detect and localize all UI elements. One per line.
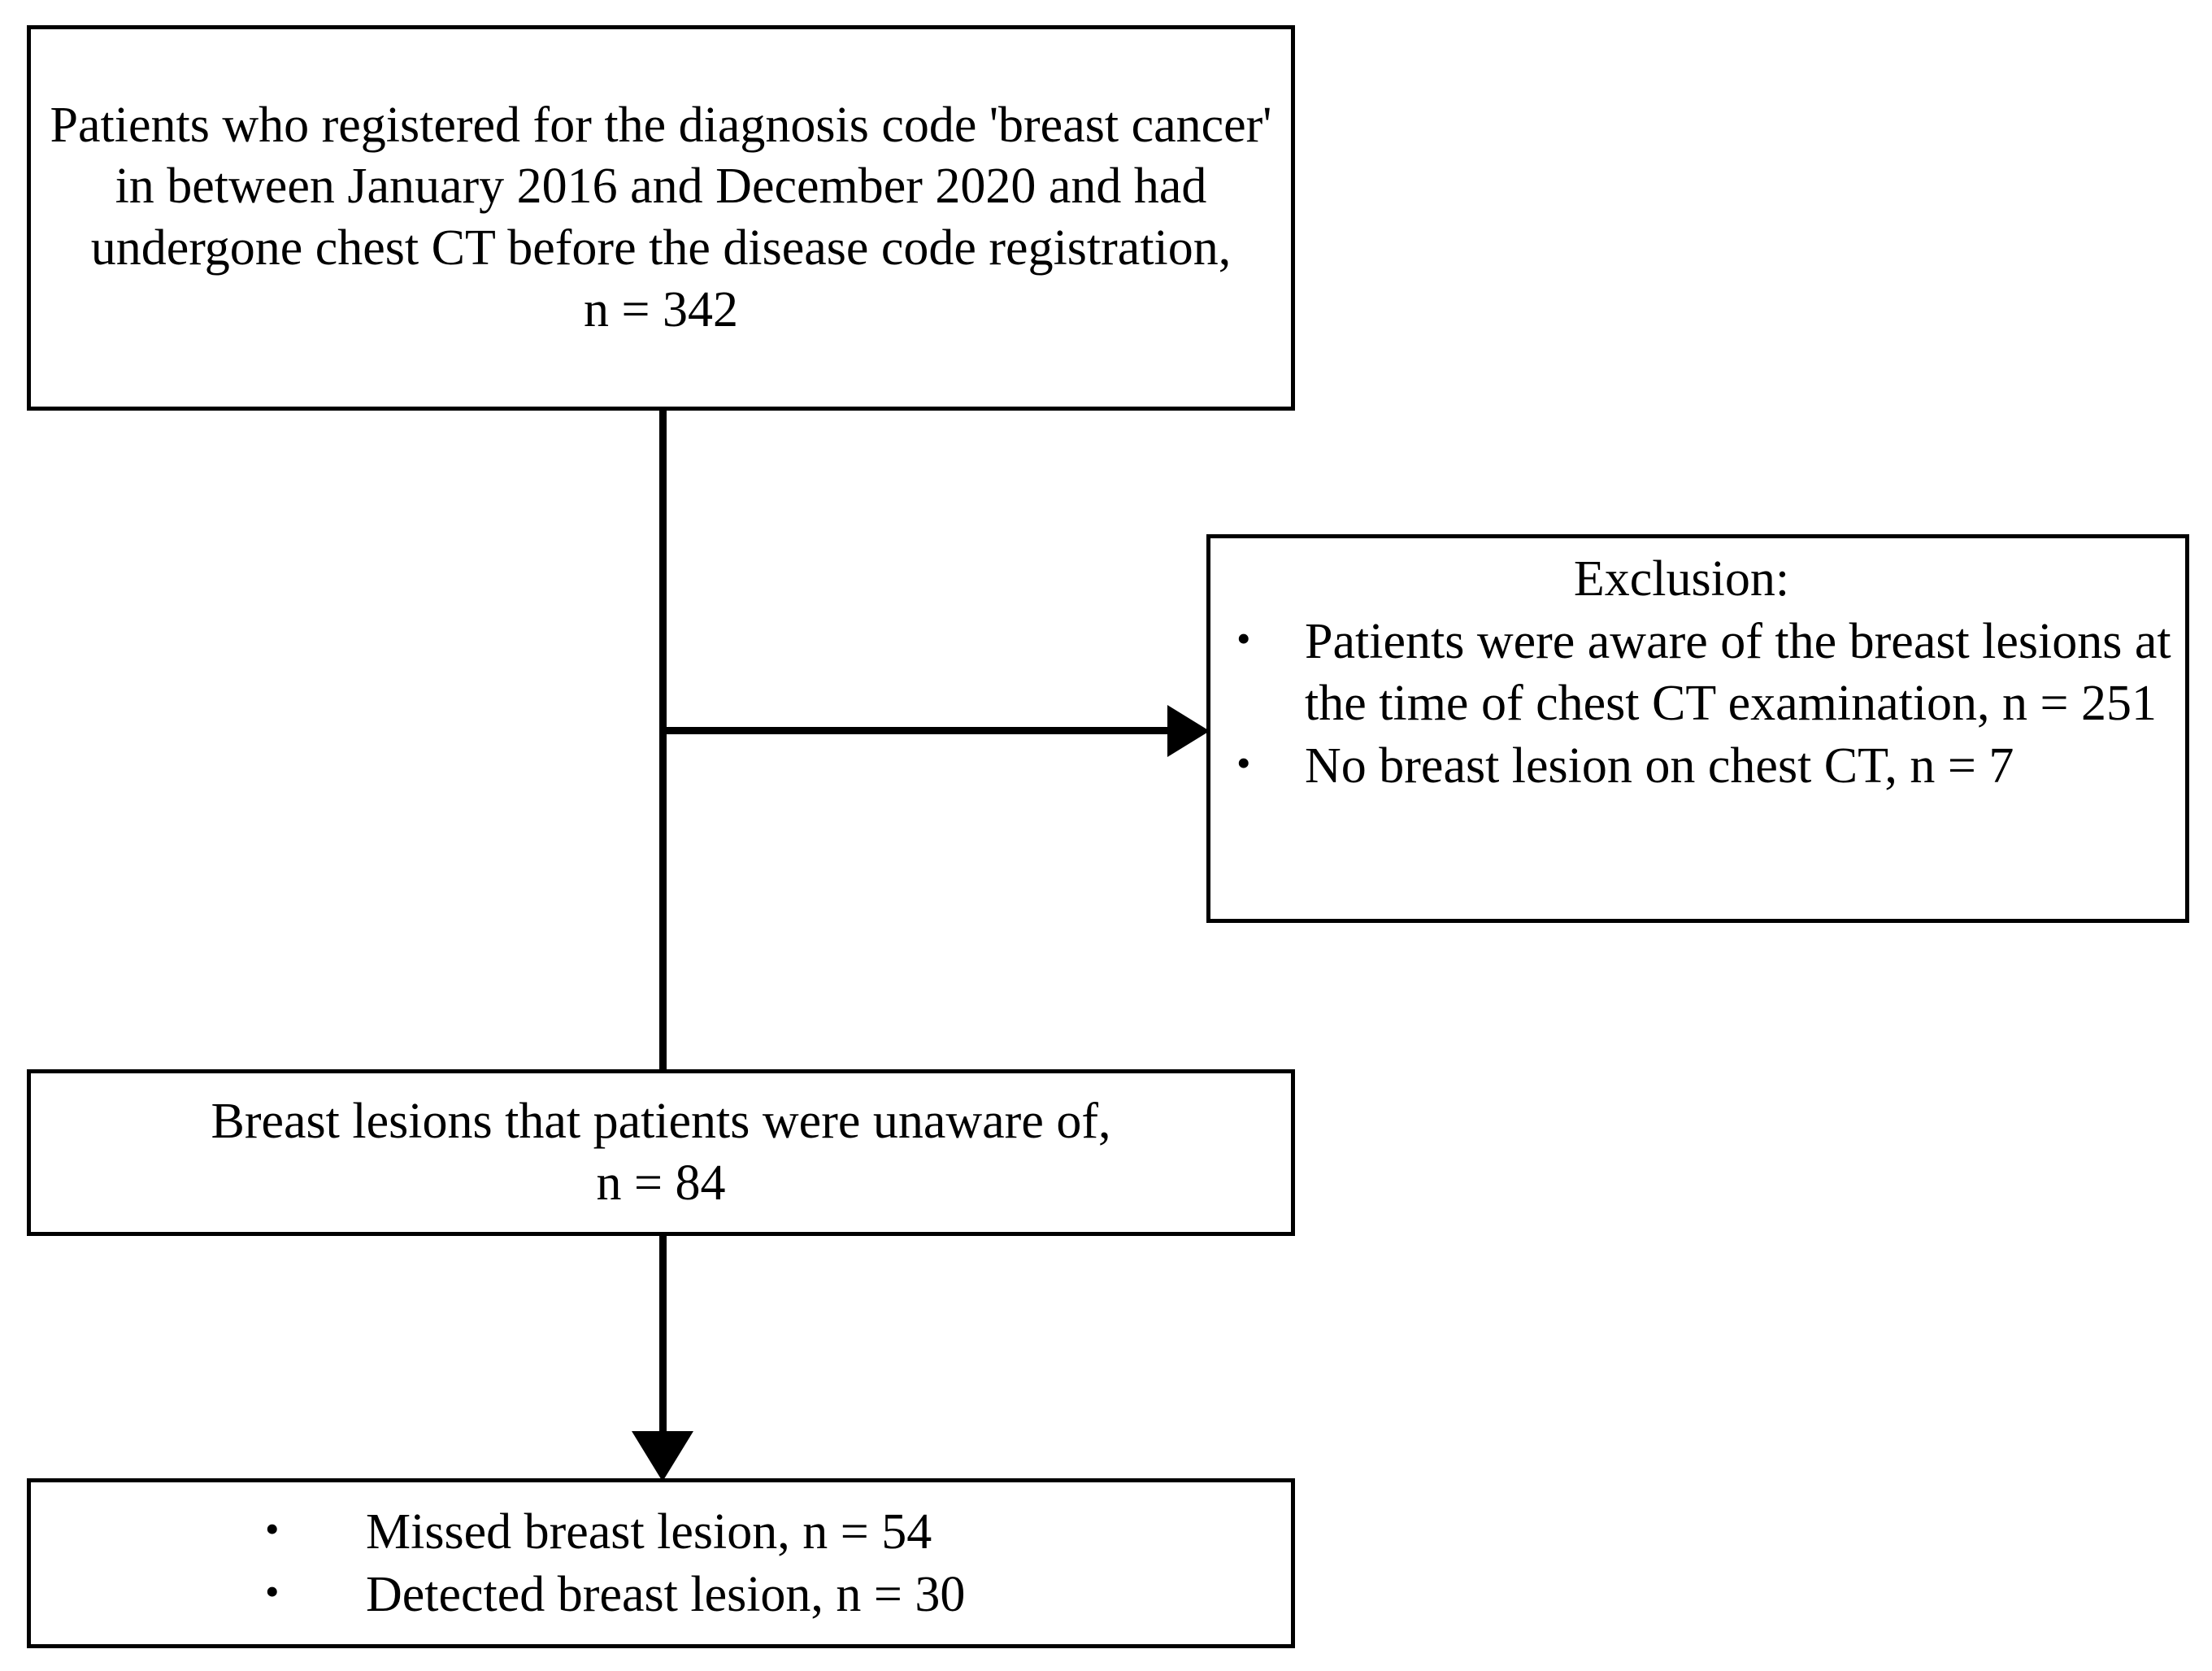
list-item: Patients were aware of the breast lesion… [1236,609,2185,735]
node-exclusion-list: Patients were aware of the breast lesion… [1210,609,2185,797]
connector-unaware-to-outcomes [659,1234,667,1434]
node-outcomes: Missed breast lesion, n = 54 Detected br… [27,1478,1295,1648]
node-unaware-lesions: Breast lesions that patients were unawar… [27,1069,1295,1236]
node-unaware-lesions-text: Breast lesions that patients were unawar… [211,1093,1111,1211]
node-registered-patients-text: Patients who registered for the diagnosi… [50,97,1272,337]
node-outcomes-list: Missed breast lesion, n = 54 Detected br… [31,1499,1291,1625]
node-exclusion: Exclusion: Patients were aware of the br… [1206,534,2189,923]
list-item: Detected breast lesion, n = 30 [265,1561,1291,1625]
list-item: No breast lesion on chest CT, n = 7 [1236,733,2185,797]
connector-registered-to-unaware [659,409,667,1071]
arrowhead-down-icon [632,1431,693,1482]
arrowhead-right-icon [1167,705,1210,757]
connector-registered-to-exclusion [659,727,1175,734]
list-item: Missed breast lesion, n = 54 [265,1499,1291,1563]
node-registered-patients: Patients who registered for the diagnosi… [27,25,1295,411]
node-exclusion-title: Exclusion: [1573,551,1790,607]
